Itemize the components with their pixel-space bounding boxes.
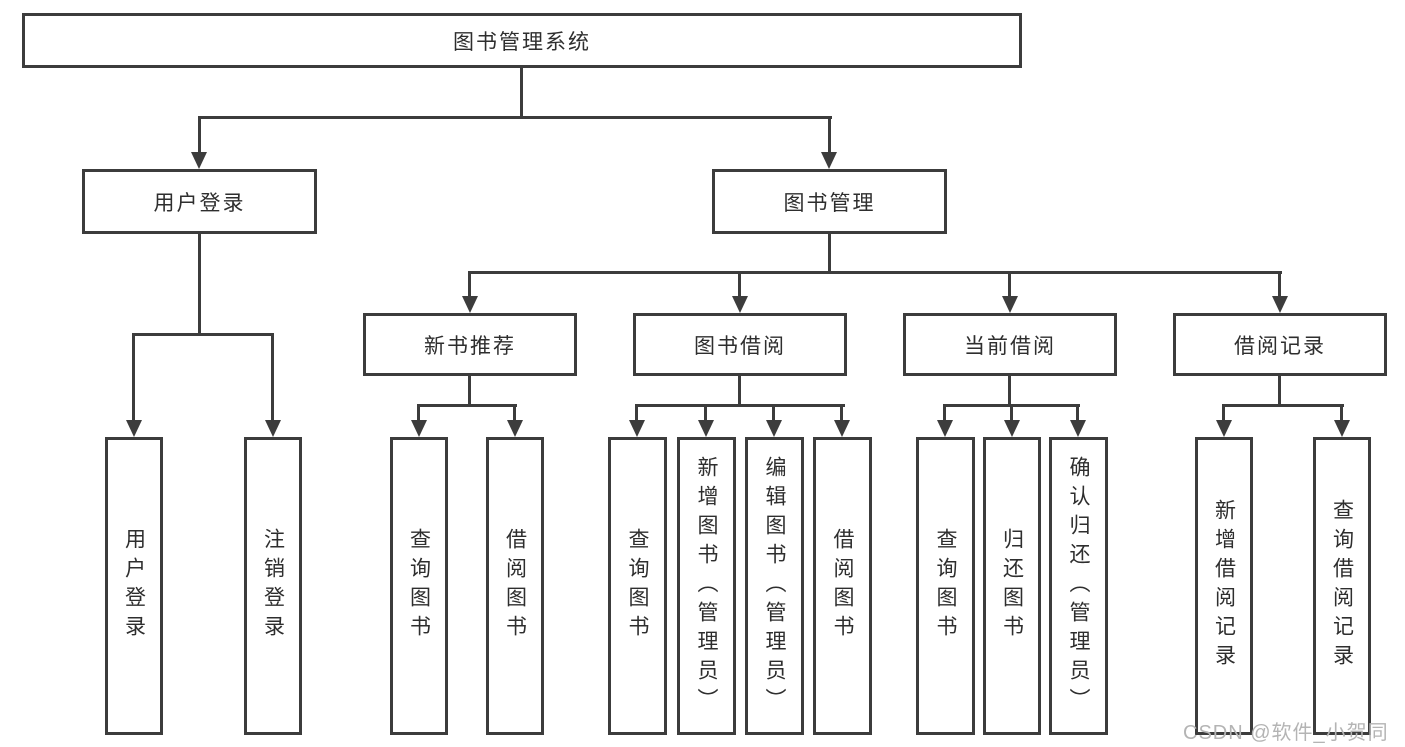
- connector-line: [1222, 404, 1344, 407]
- arrowhead-down-icon: [1070, 420, 1086, 437]
- connector-line: [840, 404, 843, 424]
- connector-line: [1222, 404, 1225, 424]
- leaf-borrowing-query-books: 查询图书: [608, 437, 667, 735]
- connector-line: [635, 404, 845, 407]
- connector-line: [468, 376, 471, 406]
- connector-line: [468, 271, 471, 299]
- connector-line: [1008, 376, 1011, 406]
- leaf-recommend-query-books: 查询图书: [390, 437, 448, 735]
- connector-line: [772, 404, 775, 424]
- connector-line: [271, 333, 274, 423]
- connector-line: [738, 271, 741, 299]
- connector-line: [132, 333, 135, 423]
- leaf-user-login: 用户登录: [105, 437, 163, 735]
- leaf-logout: 注销登录: [244, 437, 302, 735]
- arrowhead-down-icon: [1272, 296, 1288, 313]
- node-borrowing-records: 借阅记录: [1173, 313, 1387, 376]
- arrowhead-down-icon: [698, 420, 714, 437]
- leaf-current-query-books: 查询图书: [916, 437, 975, 735]
- arrowhead-down-icon: [834, 420, 850, 437]
- connector-line: [513, 404, 516, 424]
- arrowhead-down-icon: [126, 420, 142, 437]
- connector-line: [1076, 404, 1079, 424]
- arrowhead-down-icon: [766, 420, 782, 437]
- arrowhead-down-icon: [191, 152, 207, 169]
- arrowhead-down-icon: [265, 420, 281, 437]
- leaf-records-query-borrow-record: 查询借阅记录: [1313, 437, 1371, 735]
- connector-line: [704, 404, 707, 424]
- connector-line: [828, 234, 831, 274]
- arrowhead-down-icon: [1004, 420, 1020, 437]
- connector-line: [132, 333, 274, 336]
- arrowhead-down-icon: [1216, 420, 1232, 437]
- connector-line: [1008, 271, 1011, 299]
- arrowhead-down-icon: [411, 420, 427, 437]
- csdn-watermark: CSDN @软件_小贺同学: [1183, 722, 1389, 744]
- connector-line: [1278, 376, 1281, 406]
- arrowhead-down-icon: [937, 420, 953, 437]
- connector-line: [943, 404, 946, 424]
- arrowhead-down-icon: [821, 152, 837, 169]
- node-library-management-system: 图书管理系统: [22, 13, 1022, 68]
- connector-line: [520, 68, 523, 119]
- arrowhead-down-icon: [629, 420, 645, 437]
- leaf-borrowing-edit-books-admin: 编辑图书（管理员）: [745, 437, 804, 735]
- connector-line: [738, 376, 741, 406]
- connector-line: [198, 234, 201, 335]
- node-book-management: 图书管理: [712, 169, 947, 234]
- leaf-current-return-books: 归还图书: [983, 437, 1041, 735]
- leaf-recommend-borrow-books: 借阅图书: [486, 437, 544, 735]
- leaf-current-confirm-return-admin: 确认归还（管理员）: [1049, 437, 1108, 735]
- connector-line: [417, 404, 420, 424]
- connector-line: [828, 116, 831, 156]
- arrowhead-down-icon: [1002, 296, 1018, 313]
- node-user-login: 用户登录: [82, 169, 317, 234]
- arrowhead-down-icon: [732, 296, 748, 313]
- connector-line: [635, 404, 638, 424]
- connector-line: [417, 404, 517, 407]
- node-book-borrowing: 图书借阅: [633, 313, 847, 376]
- connector-line: [198, 116, 201, 156]
- connector-line: [1278, 271, 1281, 299]
- leaf-borrowing-borrow-books: 借阅图书: [813, 437, 872, 735]
- connector-line: [468, 271, 1282, 274]
- leaf-records-add-borrow-record: 新增借阅记录: [1195, 437, 1253, 735]
- arrowhead-down-icon: [507, 420, 523, 437]
- connector-line: [1340, 404, 1343, 424]
- arrowhead-down-icon: [462, 296, 478, 313]
- node-current-borrowing: 当前借阅: [903, 313, 1117, 376]
- leaf-borrowing-add-books-admin: 新增图书（管理员）: [677, 437, 736, 735]
- arrowhead-down-icon: [1334, 420, 1350, 437]
- connector-line: [198, 116, 832, 119]
- node-new-book-recommend: 新书推荐: [363, 313, 577, 376]
- connector-line: [1010, 404, 1013, 424]
